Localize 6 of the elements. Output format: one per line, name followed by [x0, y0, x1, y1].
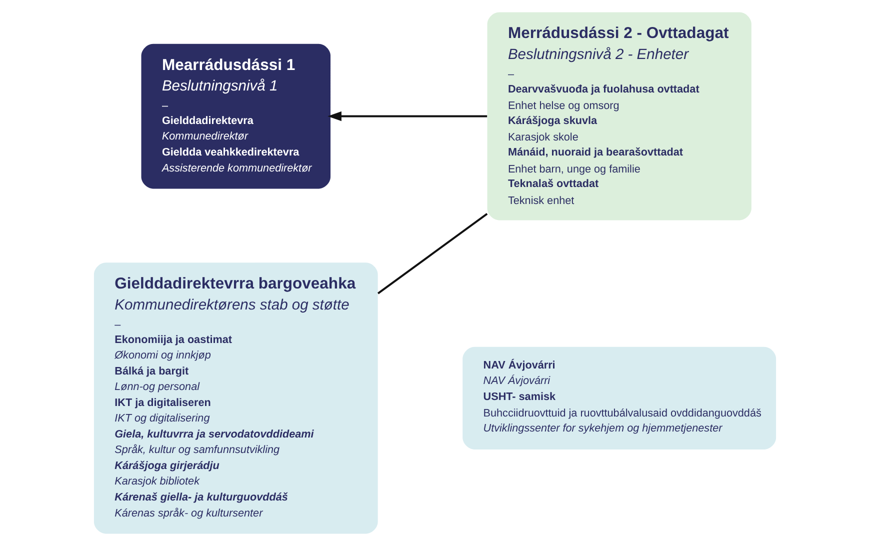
node-box: Gielddadirektevrra bargoveahka Kommunedirektørens stab og støtte – Ekonomiija ja oastimat Økonomi og innkjøp Bálká ja bargit Lønn-og personal IKT ja digitaliseren IKT og digitalisering Giela, kultuvrra ja servodatovddideami Språk, kultur og samfunnsutvikling Kárášjoga girjerádju Karasjok bibliotek Kárenaš giella- ja kulturguovddáš Kárenas språk- og kultursenter [94, 262, 378, 534]
node-box: Mearrádusdássi 1 Beslutningsnivå 1 – Gielddadirektevra Kommunedirektør Gieldda veahkkedirektevra Assisterende kommunedirektør [141, 44, 331, 189]
connector [377, 213, 488, 294]
node-box: NAV Ávjovárri NAV Ávjovárri USHT- samisk Buhcciidruovttuid ja ruovttubálvalusaid ovddidanguovddáš Utviklingssenter for sykehjem og hjemmetjenester [462, 346, 776, 450]
node-box: Merrádusdássi 2 - Ovttadagat Beslutningsnivå 2 - Enheter – Dearvvašvuođa ja fuolahusa ovttadat Enhet helse og omsorg Kárášjoga skuvla Karasjok skole Mánáid, nuoraid ja bearašovttadat Enhet barn, unge og familie Teknalaš ovttadat Teknisk enhet [487, 12, 752, 220]
arrow [328, 111, 488, 122]
